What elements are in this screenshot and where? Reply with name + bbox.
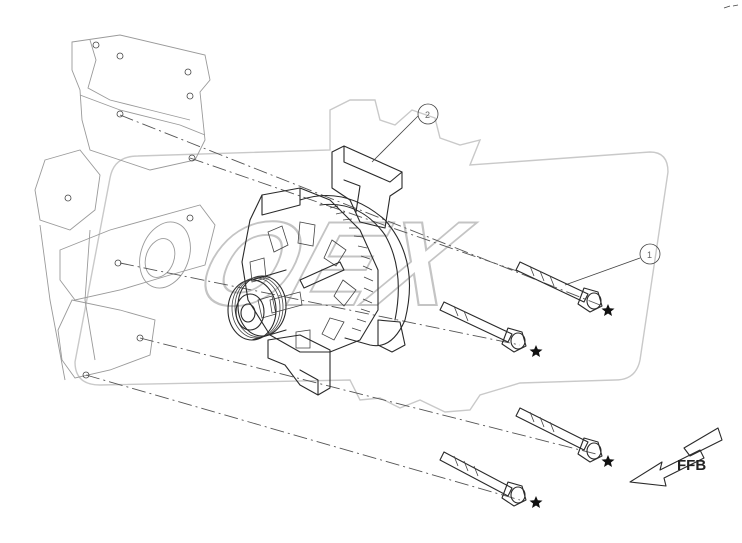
torque-star-icon (601, 455, 615, 467)
alignment-lines (85, 114, 601, 501)
bolt-lower-middle (439, 451, 543, 508)
corner-mark (723, 4, 739, 9)
direction-indicator: FFB (629, 427, 723, 487)
callout-bolt-label: 1 (647, 250, 652, 260)
direction-label: FFB (677, 457, 706, 474)
bolt-upper-right (515, 261, 615, 316)
bolt-upper-middle (439, 301, 543, 357)
torque-star-icon (529, 496, 543, 508)
alternator (227, 145, 411, 396)
callout-bolt: 1 (564, 243, 661, 286)
engine-bracket (34, 34, 216, 381)
callout-alternator-label: 2 (425, 110, 430, 120)
torque-star-icon (601, 304, 615, 316)
bolt-lower-right (515, 407, 615, 467)
torque-star-icon (529, 345, 543, 357)
callout-alternator: 2 (371, 103, 439, 163)
